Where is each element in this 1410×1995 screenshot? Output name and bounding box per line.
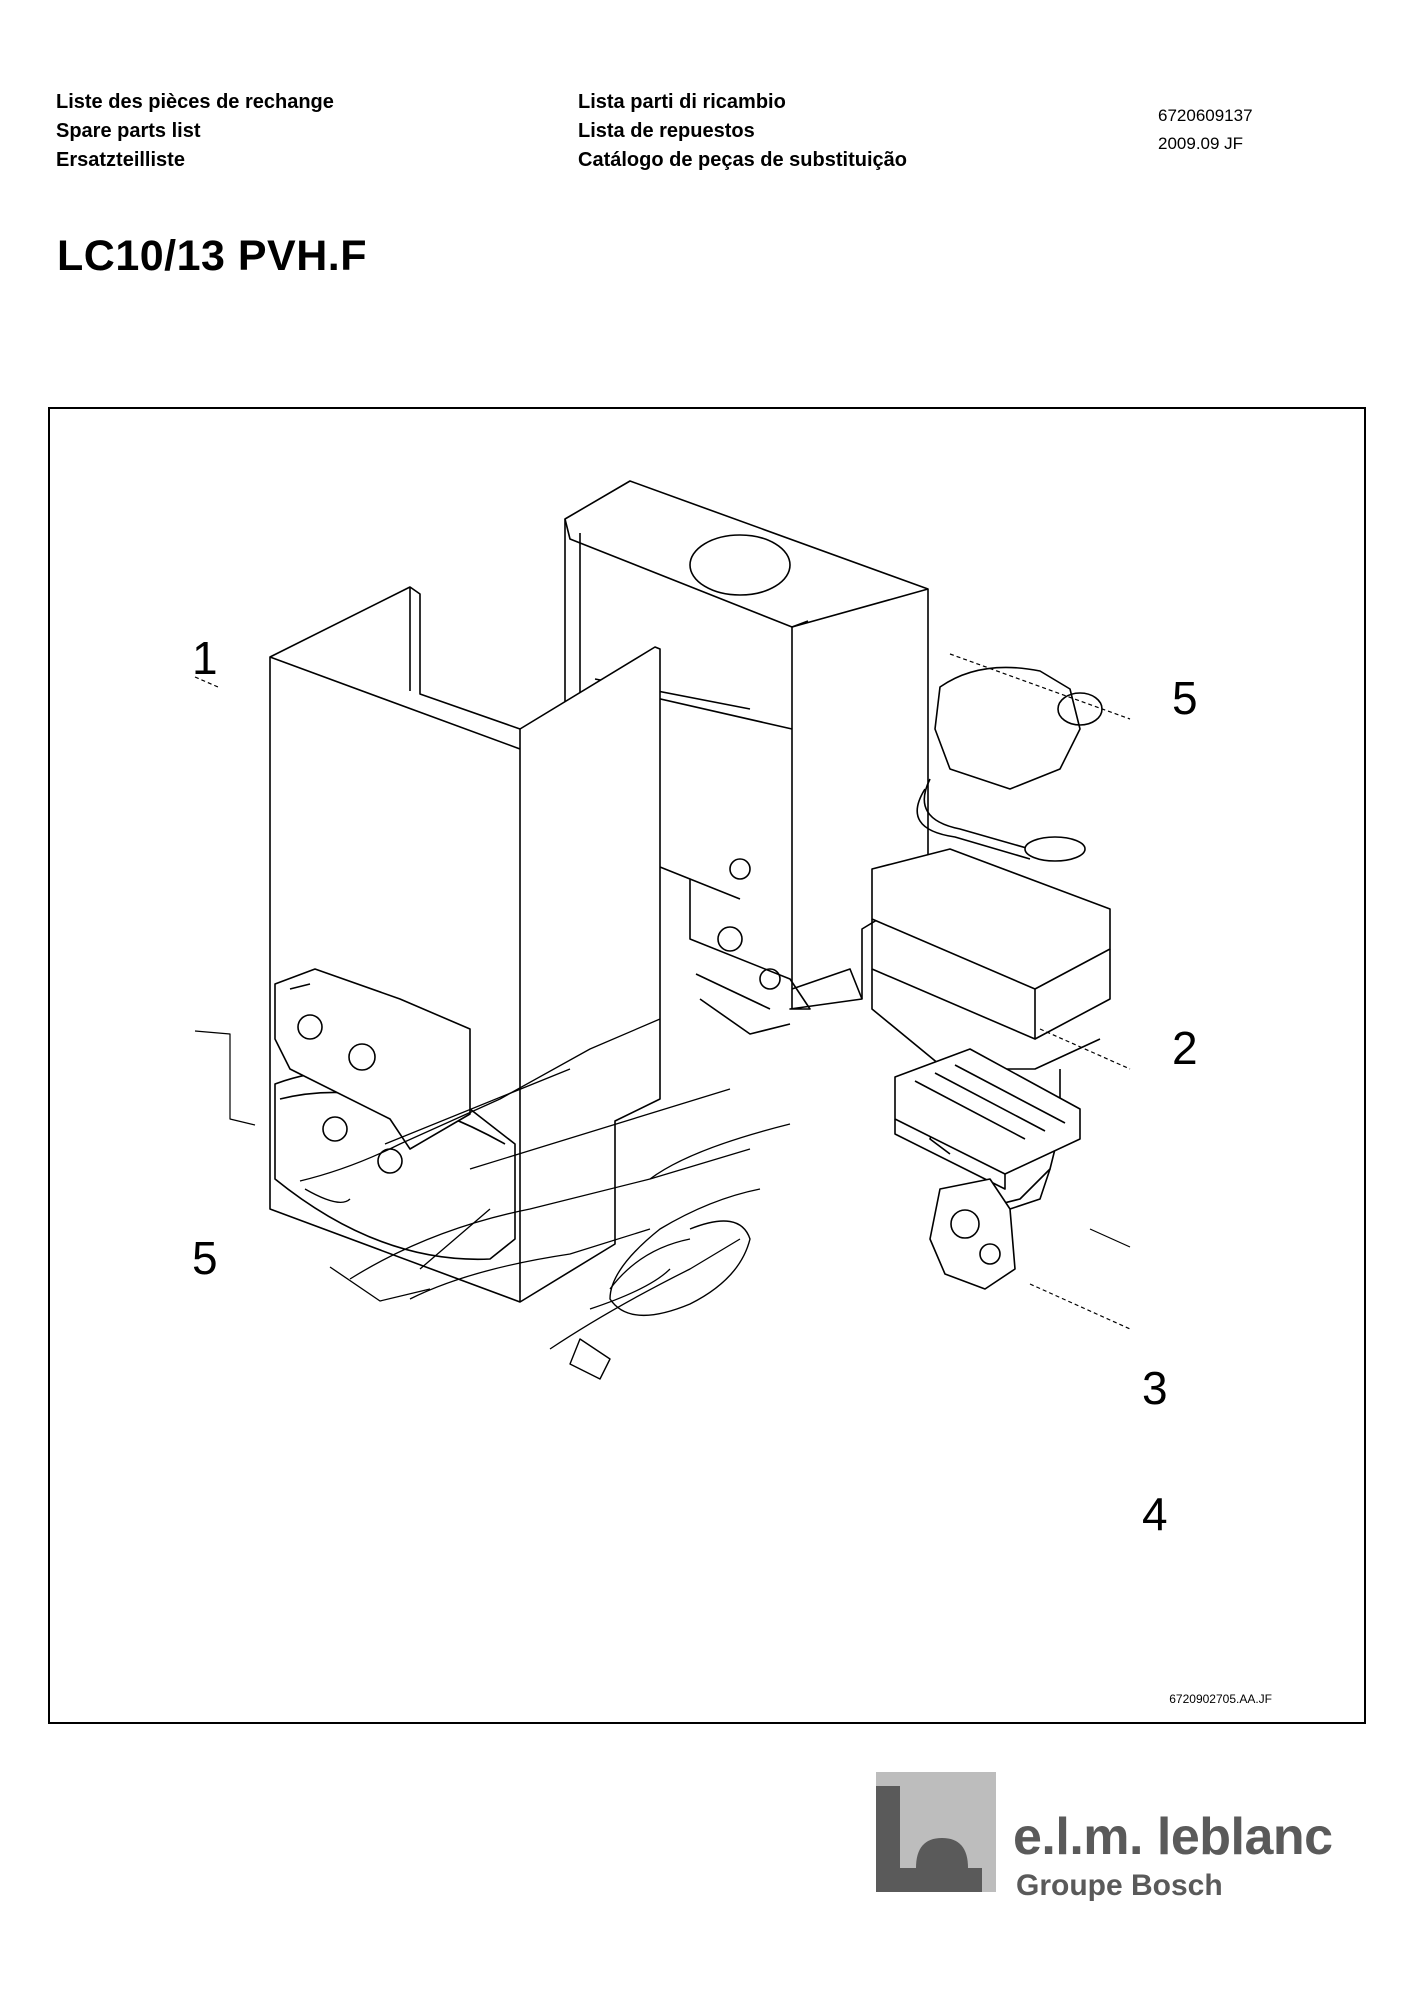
document-number: 6720609137 [1158,106,1253,125]
header-line-es: Lista de repuestos [578,120,755,142]
wiring-harness-drawing [299,1018,791,1350]
header-languages-right: Lista parti di ricambio Lista de repuest… [578,88,907,175]
callout-5-control-box: 5 [192,1232,218,1284]
power-cord-drawing [569,1188,761,1380]
chassis-frame-drawing [564,480,929,1035]
callout-3-burner: 3 [1142,1362,1168,1414]
gas-valve-drawing [929,1178,1016,1290]
callout-1-casing: 1 [192,632,218,684]
brand-name: e.l.m. leblanc [1013,1808,1333,1866]
callout-4-gas-valve: 4 [1142,1488,1168,1540]
figure-reference: 6720902705.AA.JF [1169,1692,1272,1706]
header-line-it: Lista parti di ricambio [578,91,786,113]
callout-2-heat-exchanger: 2 [1172,1022,1198,1074]
front-casing-drawing [269,586,661,1303]
header-line-de: Ersatzteilliste [56,149,185,171]
exploded-view-figure: 1 5 2 5 3 4 6720902705.AA.JF [48,407,1366,1724]
header-languages-left: Liste des pièces de rechange Spare parts… [56,88,334,175]
header-line-en: Spare parts list [56,120,201,142]
document-date: 2009.09 JF [1158,134,1244,153]
document-meta: 6720609137 2009.09 JF [1158,102,1253,158]
page-title: LC10/13 PVH.F [57,232,367,280]
callout-leaders [194,653,1131,1330]
burner-drawing [894,1048,1081,1190]
header-line-fr: Liste des pièces de rechange [56,91,334,113]
exploded-view-drawing [194,480,1131,1380]
callout-5-fan: 5 [1172,672,1198,724]
control-box-drawing [274,968,471,1150]
brand-group: Groupe Bosch [1016,1869,1223,1902]
header-line-pt: Catálogo de peças de substituição [578,149,907,171]
fan-assembly-drawing [916,666,1103,862]
leblanc-logo-icon [876,1772,996,1892]
